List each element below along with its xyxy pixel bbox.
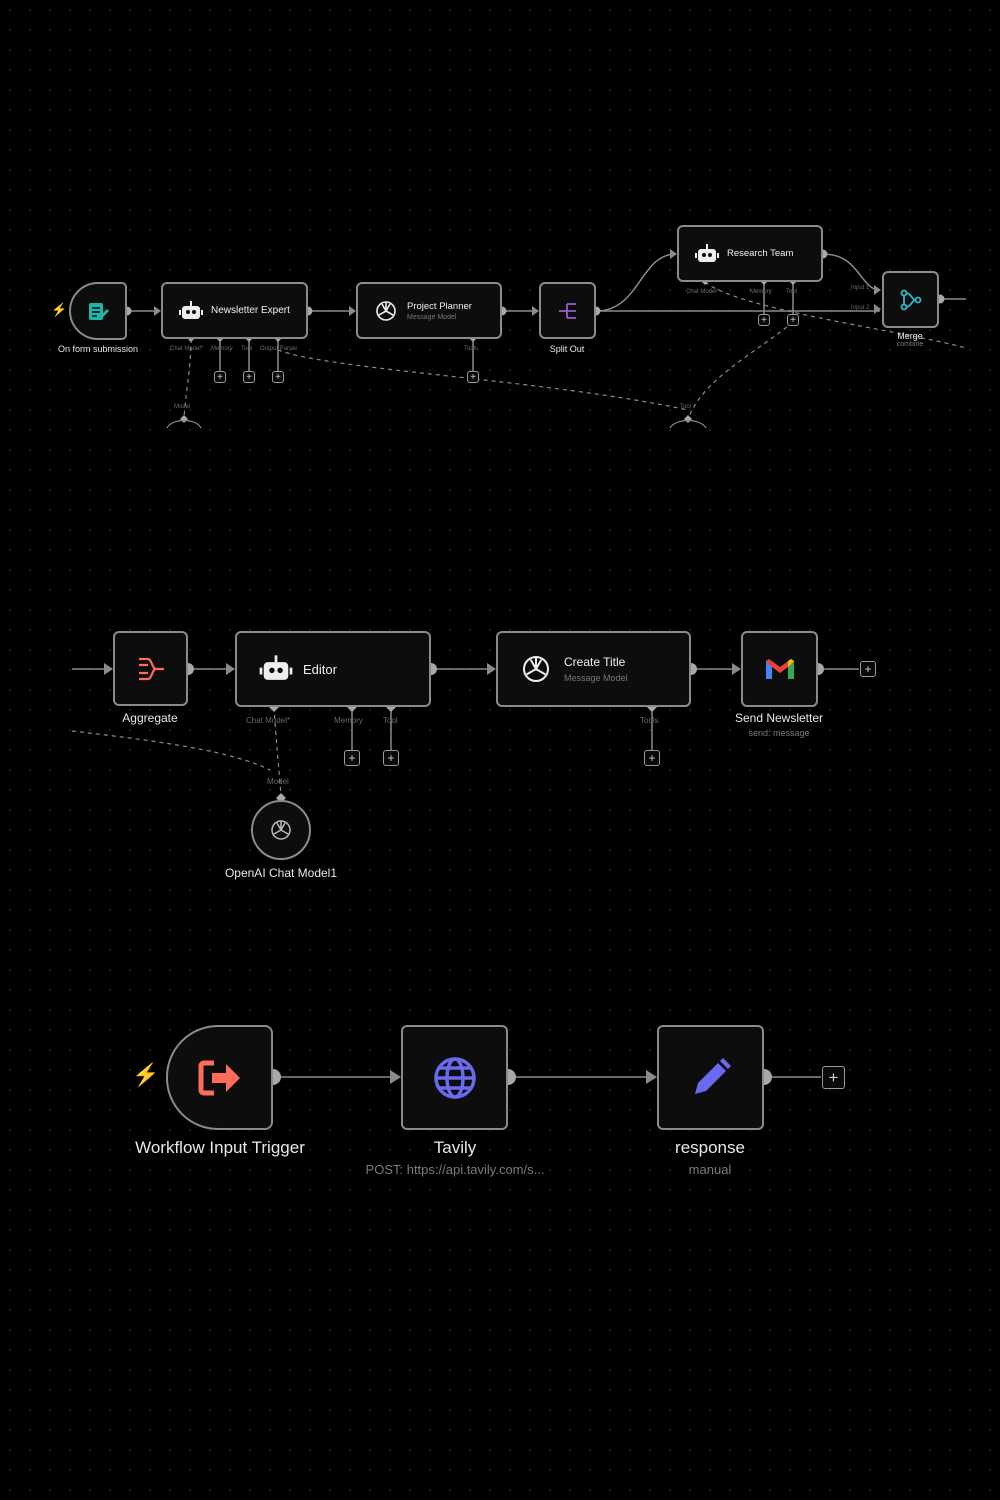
send-newsletter-node[interactable] [741, 631, 818, 707]
workflow-input-trigger-node[interactable] [166, 1025, 273, 1130]
port-label-tools: Tools [640, 716, 659, 725]
send-newsletter-label: Send Newsletter send: message [734, 711, 824, 738]
merge-input-1-label: Input 1 [851, 285, 870, 291]
add-tool-button[interactable]: + [272, 371, 284, 383]
wire-split-research [595, 253, 677, 312]
workflow-input-trigger-label: Workflow Input Trigger [135, 1138, 305, 1157]
pencil-icon [689, 1056, 733, 1100]
form-trigger-node[interactable] [69, 282, 127, 340]
port-label-tool: Tool [241, 346, 253, 352]
research-team-title: Research Team [727, 248, 794, 259]
form-trigger-label: On form submission [57, 344, 139, 354]
create-title-node[interactable]: Create Title Message Model [496, 631, 691, 707]
trigger-bolt-icon: ⚡ [132, 1062, 160, 1087]
openai-icon [520, 653, 552, 685]
merge-icon [899, 288, 923, 312]
exit-arrow-icon [198, 1059, 242, 1097]
add-title-tool-button[interactable]: + [644, 750, 660, 766]
port-label-tool: Tool [786, 289, 798, 295]
aggregate-label: Aggregate [122, 711, 178, 725]
split-out-node[interactable] [539, 282, 596, 339]
add-memory-button[interactable]: + [243, 371, 255, 383]
add-next-node-button[interactable]: + [860, 661, 876, 677]
merge-label: Merge combine [896, 331, 924, 348]
editor-title: Editor [303, 661, 337, 677]
form-icon [86, 299, 110, 323]
openai-chat-model-label: OpenAI Chat Model1 [224, 866, 338, 880]
port-label-chat-model: Chat Model* [170, 346, 204, 352]
robot-icon [179, 300, 203, 322]
project-planner-subtitle: Message Model [407, 313, 457, 321]
split-icon [557, 300, 579, 322]
newsletter-expert-node[interactable]: Newsletter Expert [161, 282, 308, 339]
port-label-memory: Memory [750, 289, 772, 295]
create-title-subtitle: Message Model [564, 673, 628, 683]
editor-node[interactable]: Editor [235, 631, 431, 707]
add-editor-tool-button[interactable]: + [383, 750, 399, 766]
response-label: response manual [675, 1138, 745, 1177]
port-label-memory: Memory [334, 716, 363, 725]
port-label-output-parser: Output Parser [260, 346, 298, 352]
gmail-icon [764, 657, 796, 681]
port-label-tool: Tool [383, 716, 398, 725]
port-label-chat-model: Chat Model* [686, 289, 720, 295]
add-next-node-button[interactable]: + [822, 1066, 845, 1089]
openai-chat-model-node[interactable] [251, 800, 311, 860]
response-node[interactable] [657, 1025, 764, 1130]
project-planner-title: Project Planner [407, 300, 472, 312]
robot-icon [259, 654, 293, 684]
project-planner-node[interactable]: Project Planner Message Model [356, 282, 502, 339]
trigger-bolt-icon: ⚡ [51, 302, 68, 317]
tavily-label: Tavily POST: https://api.tavily.com/s... [365, 1138, 545, 1177]
openai-icon [269, 818, 293, 842]
add-research-tool-button[interactable]: + [787, 314, 799, 326]
robot-icon [695, 243, 719, 265]
add-chat-model-button[interactable]: + [214, 371, 226, 383]
add-editor-memory-button[interactable]: + [344, 750, 360, 766]
split-out-label: Split Out [549, 344, 585, 354]
port-label-memory: Memory [211, 346, 233, 352]
model-port-label: Model [267, 777, 289, 786]
model-stub-label: Model [174, 404, 191, 410]
add-research-memory-button[interactable]: + [758, 314, 770, 326]
create-title-title: Create Title [564, 655, 626, 669]
add-planner-tool-button[interactable]: + [467, 371, 479, 383]
openai-icon [374, 299, 398, 323]
newsletter-expert-title: Newsletter Expert [211, 305, 290, 316]
aggregate-icon [136, 655, 166, 683]
aggregate-node[interactable] [113, 631, 188, 706]
globe-icon [433, 1056, 477, 1100]
tool-stub-label: Tool [680, 404, 692, 410]
port-label-tools: Tools [464, 346, 479, 352]
tavily-node[interactable] [401, 1025, 508, 1130]
merge-input-2-label: Input 2 [851, 305, 870, 311]
port-label-chat-model: Chat Model* [246, 716, 291, 725]
merge-node[interactable] [882, 271, 939, 328]
research-team-node[interactable]: Research Team [677, 225, 823, 282]
